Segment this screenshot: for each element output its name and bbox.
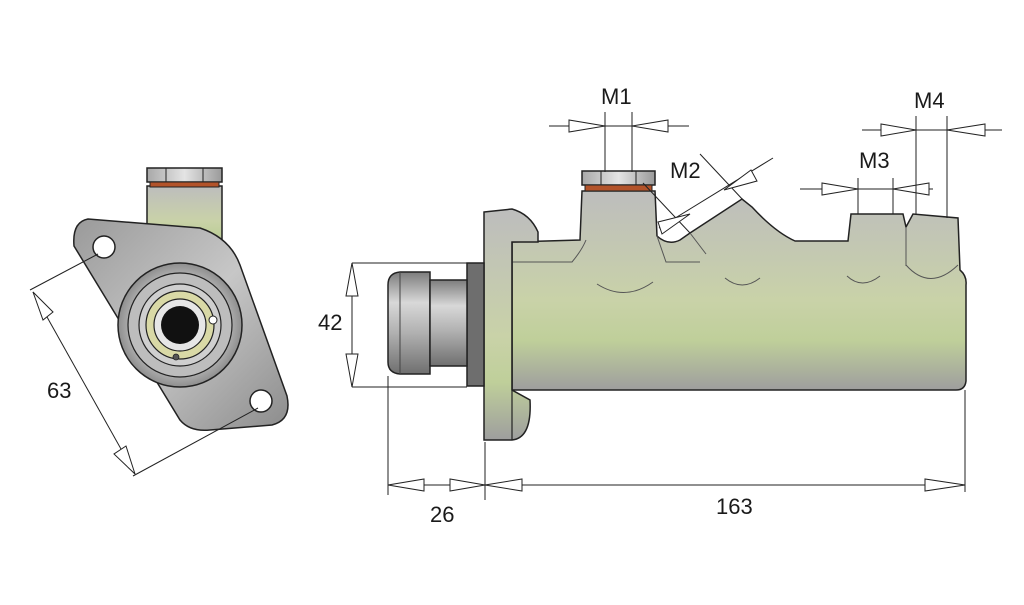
dimension-26-label: 26 <box>430 502 454 527</box>
port-m2-arrow-right <box>723 169 758 191</box>
dimension-163-arrow-right <box>924 478 966 492</box>
end-view-mount-hole-top <box>92 235 116 259</box>
dimension-163-arrow-left <box>484 478 523 492</box>
side-view-seal-m1 <box>584 184 653 192</box>
dimension-42-label: 42 <box>318 310 342 335</box>
side-view: 42 26 163 M1 <box>318 84 1002 527</box>
dimension-163 <box>484 390 966 492</box>
side-view-nose-cap <box>387 271 431 375</box>
port-m4-label: M4 <box>914 88 945 113</box>
dimension-26 <box>387 376 486 500</box>
port-m3-label: M3 <box>859 148 890 173</box>
port-m4-arrow-right <box>946 123 986 137</box>
end-view-bore <box>161 306 199 344</box>
port-m3-callout <box>800 178 933 214</box>
dimension-63-label: 63 <box>47 378 71 403</box>
side-view-collar <box>466 262 485 387</box>
end-view-seal <box>149 181 220 188</box>
end-view-nut <box>146 167 223 183</box>
port-m2-callout <box>642 153 774 235</box>
port-m1-callout <box>549 112 689 172</box>
port-m2-label: M2 <box>670 158 701 183</box>
dimension-42 <box>345 262 467 388</box>
port-m1-arrow-left <box>568 119 606 133</box>
port-m4-callout <box>862 116 1002 218</box>
dimension-63 <box>29 253 259 477</box>
port-m3-arrow-right <box>892 182 930 196</box>
dimension-63-arrow-bottom <box>113 445 136 475</box>
dimension-163-label: 163 <box>716 494 753 519</box>
side-view-body <box>511 190 967 391</box>
end-view-mount-hole-bottom <box>249 389 273 413</box>
side-view-nut-m1 <box>581 170 656 186</box>
port-m1-label: M1 <box>601 84 632 109</box>
port-m3-arrow-left <box>821 182 859 196</box>
dimension-26-arrow-right <box>449 478 486 492</box>
dimension-42-arrow-bottom <box>345 353 359 388</box>
dimension-26-arrow-left <box>387 478 425 492</box>
port-m4-arrow-left <box>880 123 917 137</box>
port-m1-arrow-right <box>631 119 669 133</box>
dimension-42-arrow-top <box>345 262 359 297</box>
end-view: 63 <box>29 167 289 477</box>
dimension-63-arrow-top <box>32 291 54 321</box>
port-m2-arrow-left <box>657 213 691 235</box>
